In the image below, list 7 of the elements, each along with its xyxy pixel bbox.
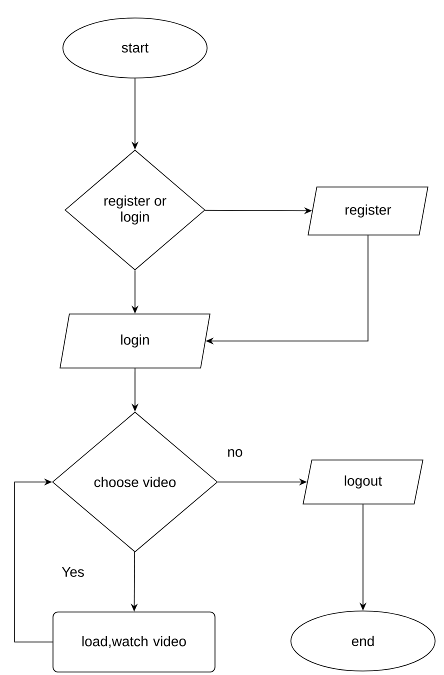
- process-box: load,watch video: [52, 612, 216, 672]
- io-parallelogram: logout: [302, 460, 424, 504]
- io-parallelogram: login: [60, 314, 210, 368]
- edge-label: no: [226, 448, 244, 458]
- arrow: [14, 478, 53, 642]
- io-parallelogram: register: [308, 186, 428, 236]
- edge-label: Yes: [60, 566, 86, 578]
